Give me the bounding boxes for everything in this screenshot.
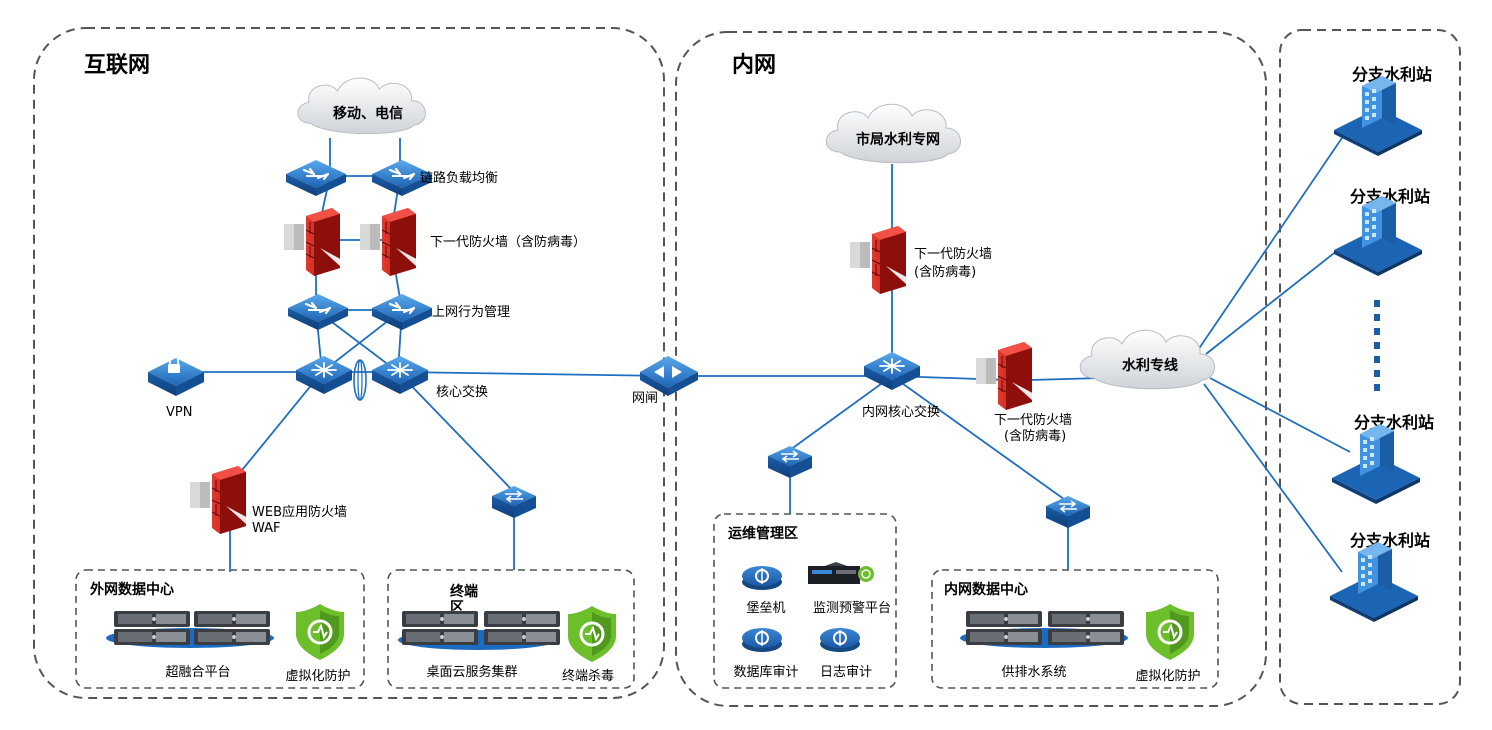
intranet-core-switch (863, 351, 921, 391)
ngfw-water-label-line1: 下一代防火墙 (994, 412, 1072, 428)
gatekeeper-device (640, 356, 698, 396)
more-sites-ellipsis (1374, 300, 1380, 391)
behavior-mgmt-device-2 (370, 292, 434, 332)
terminal-rack-1 (402, 611, 478, 627)
vpn-device (148, 355, 204, 396)
ngfw-water (975, 341, 1039, 411)
int-dc-system-label: 供排水系统 (1001, 665, 1066, 680)
ngfw-internet-1 (283, 207, 347, 277)
core-switch-label: 核心交换 (436, 384, 488, 400)
log-audit-icon (819, 627, 861, 653)
ngfw-water-label-line2: (含防病毒) (1004, 428, 1066, 444)
ngfw-internet-label: 下一代防火墙（含防病毒） (430, 234, 586, 250)
int-dc-rack-4 (1048, 629, 1124, 645)
vpn-label: VPN (166, 405, 192, 420)
ext-dc-rack-4 (194, 629, 270, 645)
terminal-rack-4 (484, 629, 560, 645)
waf-label-line1: WEB应用防火墙 (252, 504, 347, 520)
monitor-device-icon (808, 562, 874, 584)
int-dc-rack-3 (966, 629, 1042, 645)
ext-dc-shield-icon (294, 602, 346, 662)
ops-box (713, 513, 897, 689)
terminal-title-line1: 终端 (450, 583, 478, 600)
city-water-net-cloud: 市局水利专网 (825, 103, 962, 164)
db-audit-icon (741, 627, 783, 653)
core-switch-1 (295, 355, 353, 395)
carrier-cloud: 移动、电信 (297, 77, 426, 135)
int-dc-rack-2 (1048, 611, 1124, 627)
branch-site-label-3: 分支水利站 (1354, 413, 1434, 432)
intranet-core-label: 内网核心交换 (862, 404, 940, 420)
int-dc-rack-1 (966, 611, 1042, 627)
branch-building-4 (1330, 542, 1418, 622)
waf-label-line2: WAF (252, 521, 281, 536)
ext-dc-rack-1 (114, 611, 190, 627)
int-dc-access-switch (1045, 495, 1091, 529)
intranet-zone-title: 内网 (732, 53, 776, 78)
ops-access-switch (767, 445, 813, 479)
branch-site-label-2: 分支水利站 (1350, 187, 1430, 206)
terminal-access-switch (491, 485, 537, 519)
behavior-mgmt-label: 上网行为管理 (432, 305, 510, 320)
branch-building-1 (1334, 76, 1422, 156)
ext-dc-protect-label: 虚拟化防护 (285, 668, 350, 684)
db-audit-label: 数据库审计 (733, 664, 798, 680)
terminal-antivirus-label: 终端杀毒 (562, 668, 614, 684)
branch-building-2 (1334, 196, 1422, 276)
ngfw-intranet-label-line2: (含防病毒) (914, 264, 976, 280)
core-switch-2 (371, 355, 429, 395)
terminal-shield-icon (566, 604, 618, 664)
log-audit-label: 日志审计 (820, 665, 872, 680)
link-lb-device-1 (284, 158, 348, 198)
ext-dc-platform-label: 超融合平台 (165, 665, 230, 680)
internet-zone-title: 互联网 (84, 53, 150, 78)
int-dc-box (931, 569, 1219, 689)
ext-dc-title: 外网数据中心 (90, 581, 174, 598)
stack-ring-inner (357, 359, 363, 401)
link-lb-label: 链路负载均衡 (420, 170, 498, 186)
lock-icon (168, 364, 180, 373)
int-dc-title: 内网数据中心 (944, 581, 1028, 598)
bastion-label: 堡垒机 (746, 600, 785, 616)
branch-building-3 (1332, 424, 1420, 504)
ext-dc-rack-2 (194, 611, 270, 627)
waf-device (189, 465, 253, 535)
ngfw-internet-2 (359, 207, 423, 277)
stack-ring (353, 359, 367, 401)
int-dc-shield-icon (1144, 602, 1196, 662)
terminal-rack-2 (484, 611, 560, 627)
branch-site-label-4: 分支水利站 (1350, 531, 1430, 550)
branch-site-label-1: 分支水利站 (1352, 65, 1432, 84)
int-dc-protect-label: 虚拟化防护 (1135, 668, 1200, 684)
carrier-cloud-label: 移动、电信 (333, 105, 403, 122)
water-line-cloud: 水利专线 (1079, 329, 1216, 390)
ops-title: 运维管理区 (728, 525, 798, 542)
ngfw-intranet (849, 225, 913, 295)
terminal-rack-3 (402, 629, 478, 645)
ext-dc-box (75, 569, 365, 689)
ext-dc-rack-3 (114, 629, 190, 645)
bastion-icon (741, 565, 783, 591)
behavior-mgmt-device-1 (286, 292, 350, 332)
water-line-label: 水利专线 (1122, 357, 1178, 374)
monitor-label: 监测预警平台 (813, 600, 891, 616)
terminal-cluster-label: 桌面云服务集群 (426, 664, 517, 680)
city-water-net-label: 市局水利专网 (856, 131, 940, 148)
gatekeeper-label: 网闸 (632, 391, 658, 406)
ngfw-intranet-label-line1: 下一代防火墙 (914, 246, 992, 262)
terminal-box (387, 569, 635, 689)
branch-zone-border (1279, 29, 1461, 705)
